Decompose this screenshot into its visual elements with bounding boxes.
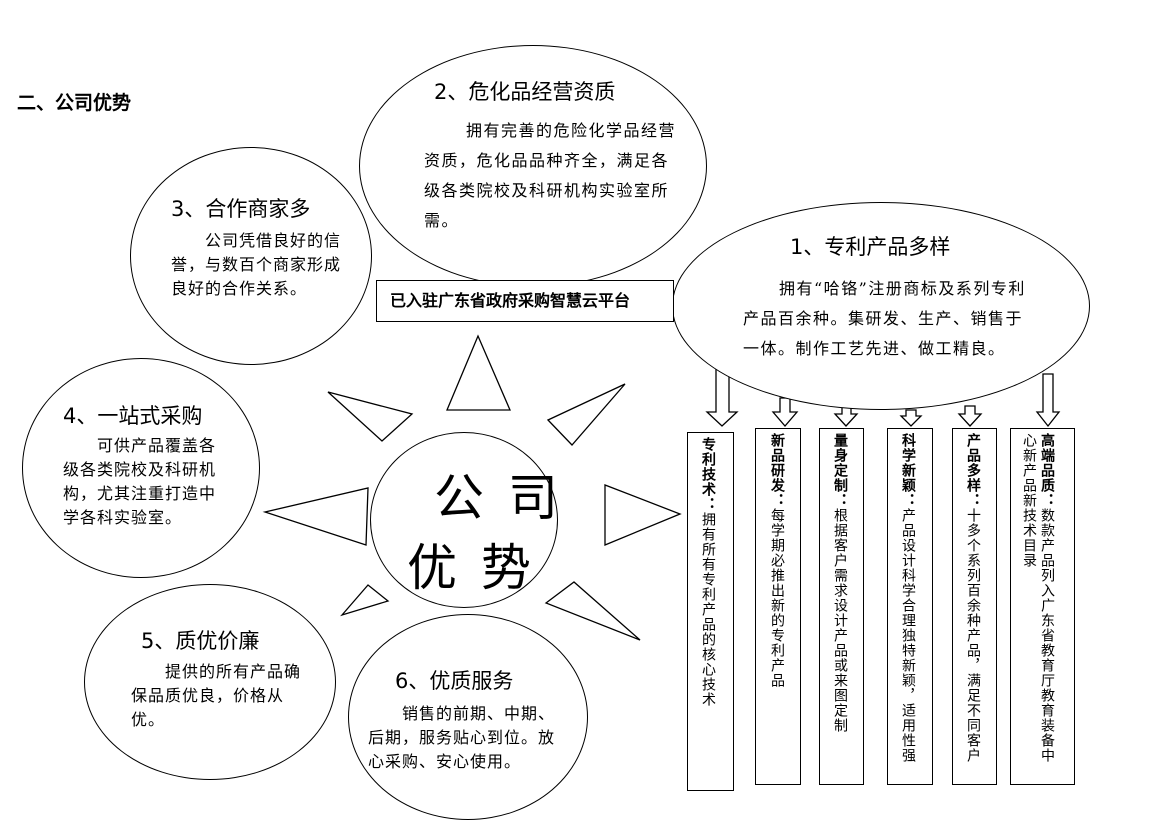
advantage-text-3: 公司凭借良好的信誉，与数百个商家形成良好的合作关系。: [171, 231, 342, 298]
advantage-text-6: 销售的前期、中期、后期，服务贴心到位。放心采购、安心使用。: [368, 704, 556, 771]
feature-label: 高端品质：: [1039, 433, 1055, 508]
advantage-title-5: 5、质优价廉: [141, 629, 260, 653]
feature-text-scientific: 科学新颖：产品设计科学合理独特新颖，适用性强: [899, 433, 917, 773]
feature-desc: 十多个系列百余种产品，满足不同客户: [965, 508, 981, 763]
feature-text-quality: 高端品质：数款产品列入广东省教育厅教育装备中心新产品新技术目录: [1020, 433, 1056, 773]
ray-triangle-right: [604, 484, 682, 546]
ray-triangle-upper-left: [327, 391, 414, 442]
feature-label: 科学新颖：: [900, 433, 916, 508]
advantage-bubble-5: [84, 584, 336, 780]
advantage-title-3: 3、合作商家多: [171, 197, 311, 221]
advantage-bubble-2: [359, 45, 707, 287]
feature-text-patent: 专利技术：拥有所有专利产品的核心技术: [699, 437, 717, 777]
feature-desc: 产品设计科学合理独特新颖，适用性强: [900, 508, 916, 763]
section-heading: 二、公司优势: [17, 92, 132, 114]
feature-box-scientific: [887, 428, 933, 785]
ray-triangle-upper-right: [546, 383, 626, 446]
advantage-title-4: 4、一站式采购: [63, 404, 203, 428]
feature-label: 量身定制：: [832, 433, 848, 508]
feature-label: 新品研发：: [769, 433, 785, 508]
feature-label: 专利技术：: [700, 437, 716, 512]
advantage-bubble-1: [672, 202, 1090, 410]
ray-triangle-left: [262, 487, 369, 546]
advantage-bubble-4: [22, 358, 260, 578]
platform-label: [376, 280, 674, 322]
feature-desc: 拥有所有专利产品的核心技术: [700, 512, 716, 707]
ray-triangle-lower-right: [544, 581, 641, 641]
feature-text-custom: 量身定制：根据客户需求设计产品或来图定制: [831, 433, 849, 773]
advantage-text-1: 拥有“哈铬”注册商标及系列专利产品百余种。集研发、生产、销售于一体。制作工艺先进…: [743, 279, 1026, 358]
feature-desc: 根据客户需求设计产品或来图定制: [832, 508, 848, 733]
ray-triangle-lower-left: [340, 584, 390, 617]
feature-box-quality: [1010, 428, 1075, 785]
feature-text-variety: 产品多样：十多个系列百余种产品，满足不同客户: [964, 433, 982, 773]
feature-label: 产品多样：: [965, 433, 981, 508]
advantage-title-1: 1、专利产品多样: [790, 235, 951, 259]
advantage-text-5: 提供的所有产品确保品质优良，价格从优。: [131, 662, 302, 729]
ray-triangle-top: [446, 334, 511, 411]
advantage-bubble-3: [130, 147, 372, 365]
center-title-line2: 优 势: [407, 539, 535, 597]
feature-box-custom: [819, 428, 864, 785]
advantage-title-6: 6、优质服务: [395, 669, 514, 693]
advantage-bubble-6: [348, 614, 588, 820]
feature-box-patent: [687, 432, 734, 791]
advantage-title-2: 2、危化品经营资质: [434, 80, 616, 104]
arrow-down-icon: [705, 365, 1061, 428]
feature-box-variety: [952, 428, 997, 785]
advantage-text-4: 可供产品覆盖各级各类院校及科研机构，尤其注重打造中学各科实验室。: [63, 436, 217, 527]
platform-label-text: 已入驻广东省政府采购智慧云平台: [390, 291, 631, 310]
feature-text-new-product: 新品研发：每学期必推出新的专利产品: [768, 433, 786, 773]
center-bubble: [370, 432, 558, 608]
feature-desc: 每学期必推出新的专利产品: [769, 508, 785, 688]
advantage-text-2: 拥有完善的危险化学品经营资质，危化品品种齐全，满足各级各类院校及科研机构实验室所…: [424, 121, 677, 230]
center-title-line1: 公 司: [434, 469, 562, 527]
feature-desc: 数款产品列入广东省教育厅教育装备中心新产品新技术目录: [1021, 433, 1055, 763]
feature-box-new-product: [755, 428, 801, 785]
